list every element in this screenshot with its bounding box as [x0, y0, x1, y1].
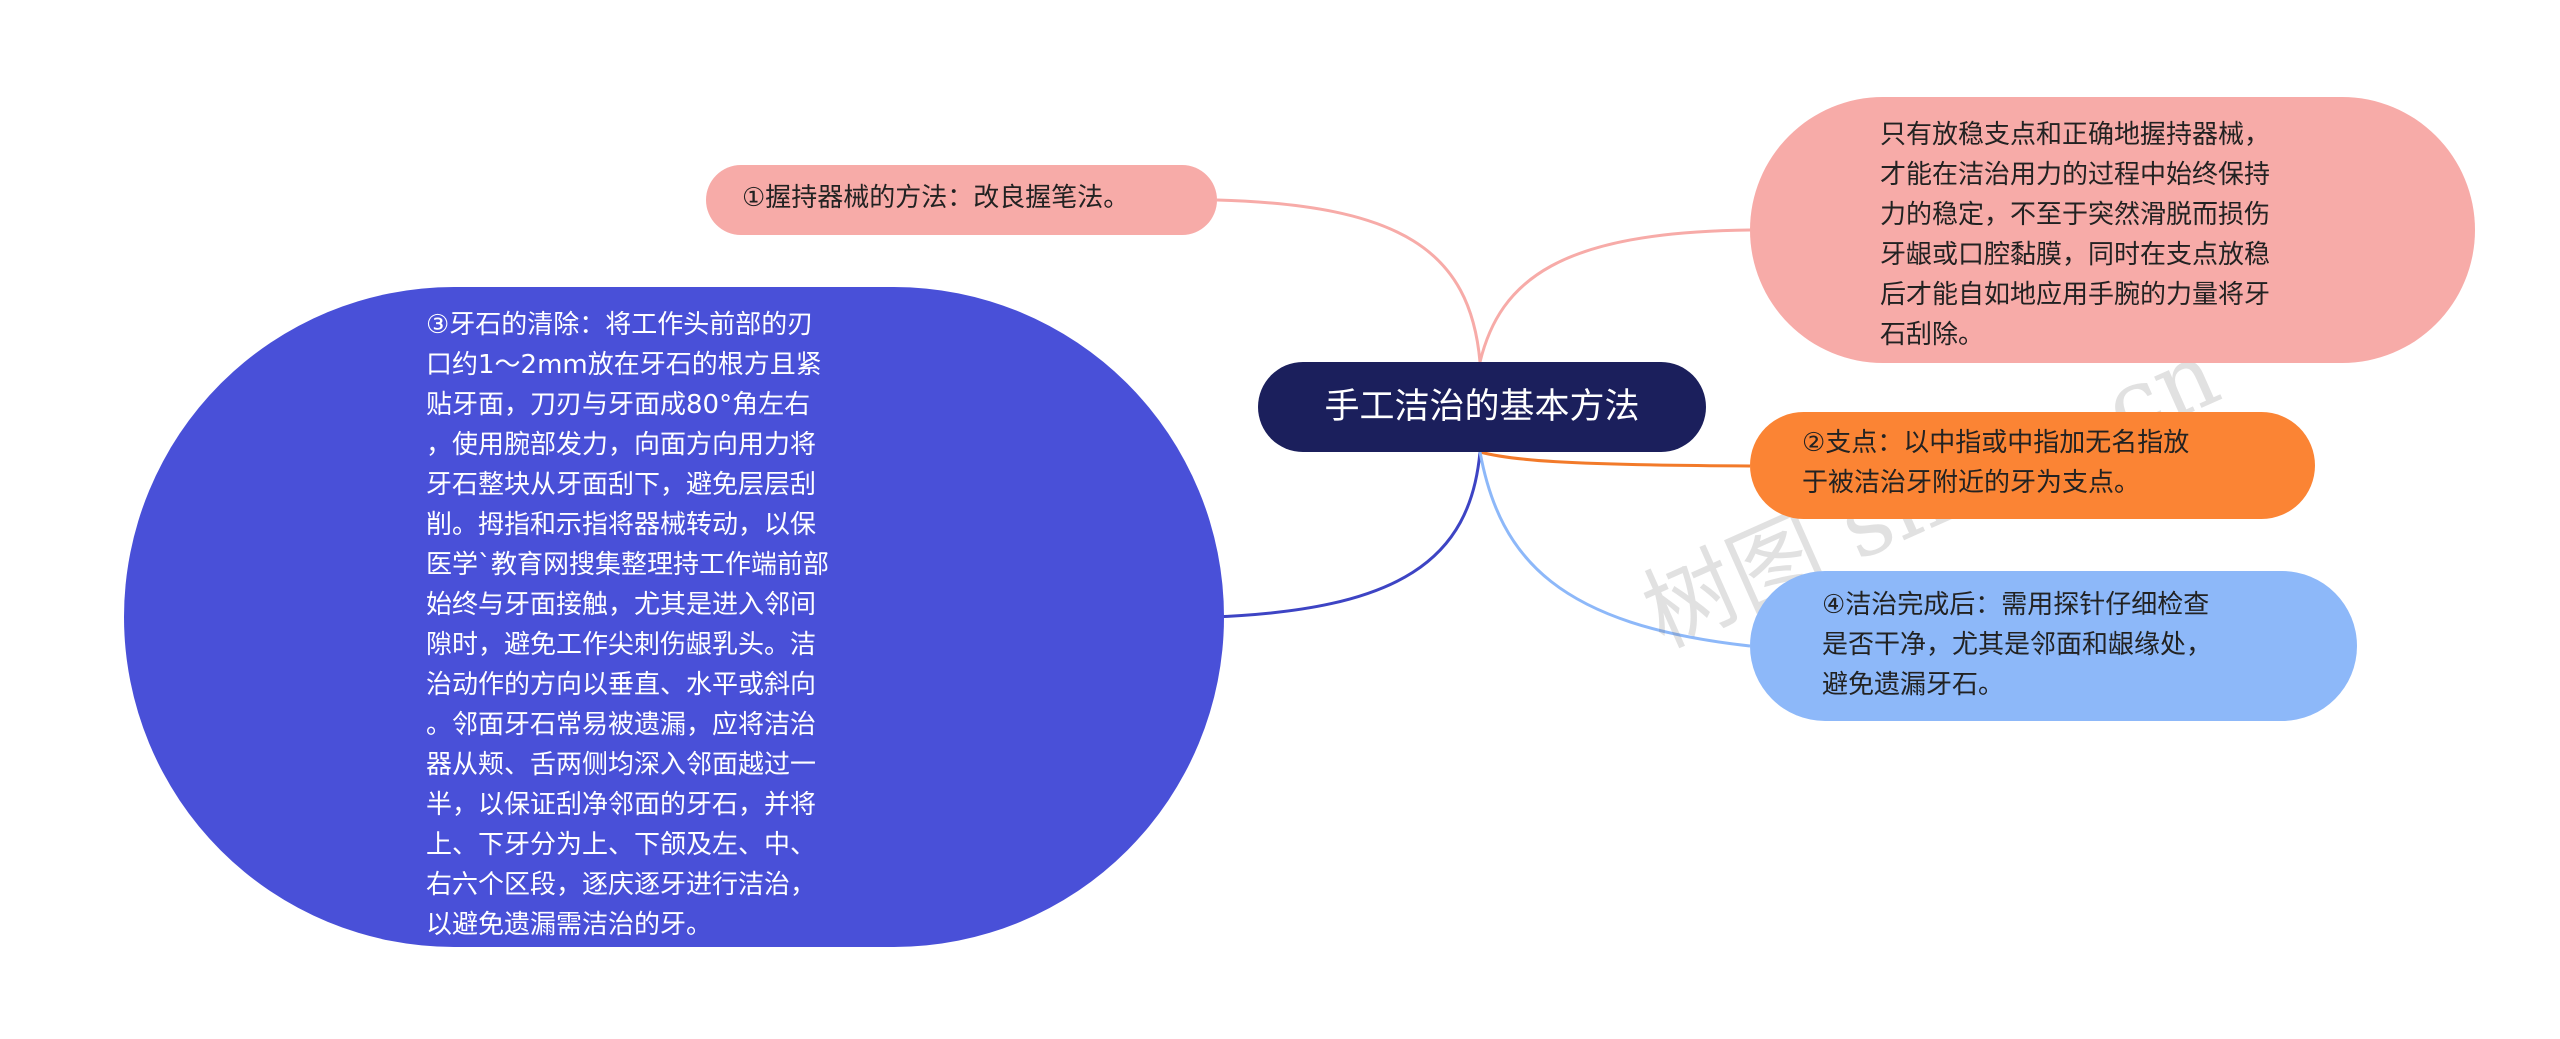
- edge-grip: [1216, 198, 1482, 363]
- branch-text-after: ④洁治完成后：需用探针仔细检查 是否干净，尤其是邻面和龈缘处， 避免遗漏牙石。: [1822, 590, 2213, 700]
- edge-removal: [1211, 451, 1482, 619]
- branch-text-fulcrum: ②支点：以中指或中指加无名指放 于被洁治牙附近的牙为支点。: [1802, 428, 2190, 498]
- branch-node-fulcrum[interactable]: ②支点：以中指或中指加无名指放 于被洁治牙附近的牙为支点。: [1750, 412, 2315, 519]
- center-topic-node[interactable]: 手工洁治的基本方法: [1258, 362, 1706, 452]
- branch-node-stability[interactable]: 只有放稳支点和正确地握持器械， 才能在洁治用力的过程中始终保持 力的稳定，不至于…: [1750, 97, 2475, 363]
- branch-text-stability: 只有放稳支点和正确地握持器械， 才能在洁治用力的过程中始终保持 力的稳定，不至于…: [1880, 120, 2271, 350]
- edge-stability: [1478, 228, 1751, 363]
- branch-node-grip[interactable]: ①握持器械的方法：改良握笔法。: [706, 165, 1217, 235]
- edge-fulcrum: [1479, 450, 1751, 468]
- branch-text-removal: ③牙石的清除：将工作头前部的刃 口约1～2mm放在牙石的根方且紧 贴牙面，刀刃与…: [426, 310, 830, 940]
- edge-after: [1478, 451, 1751, 648]
- branch-node-after[interactable]: ④洁治完成后：需用探针仔细检查 是否干净，尤其是邻面和龈缘处， 避免遗漏牙石。: [1750, 571, 2357, 721]
- center-topic-label: 手工洁治的基本方法: [1324, 387, 1640, 427]
- branch-text-grip: ①握持器械的方法：改良握笔法。: [742, 183, 1130, 213]
- branch-node-removal[interactable]: ③牙石的清除：将工作头前部的刃 口约1～2mm放在牙石的根方且紧 贴牙面，刀刃与…: [124, 287, 1224, 947]
